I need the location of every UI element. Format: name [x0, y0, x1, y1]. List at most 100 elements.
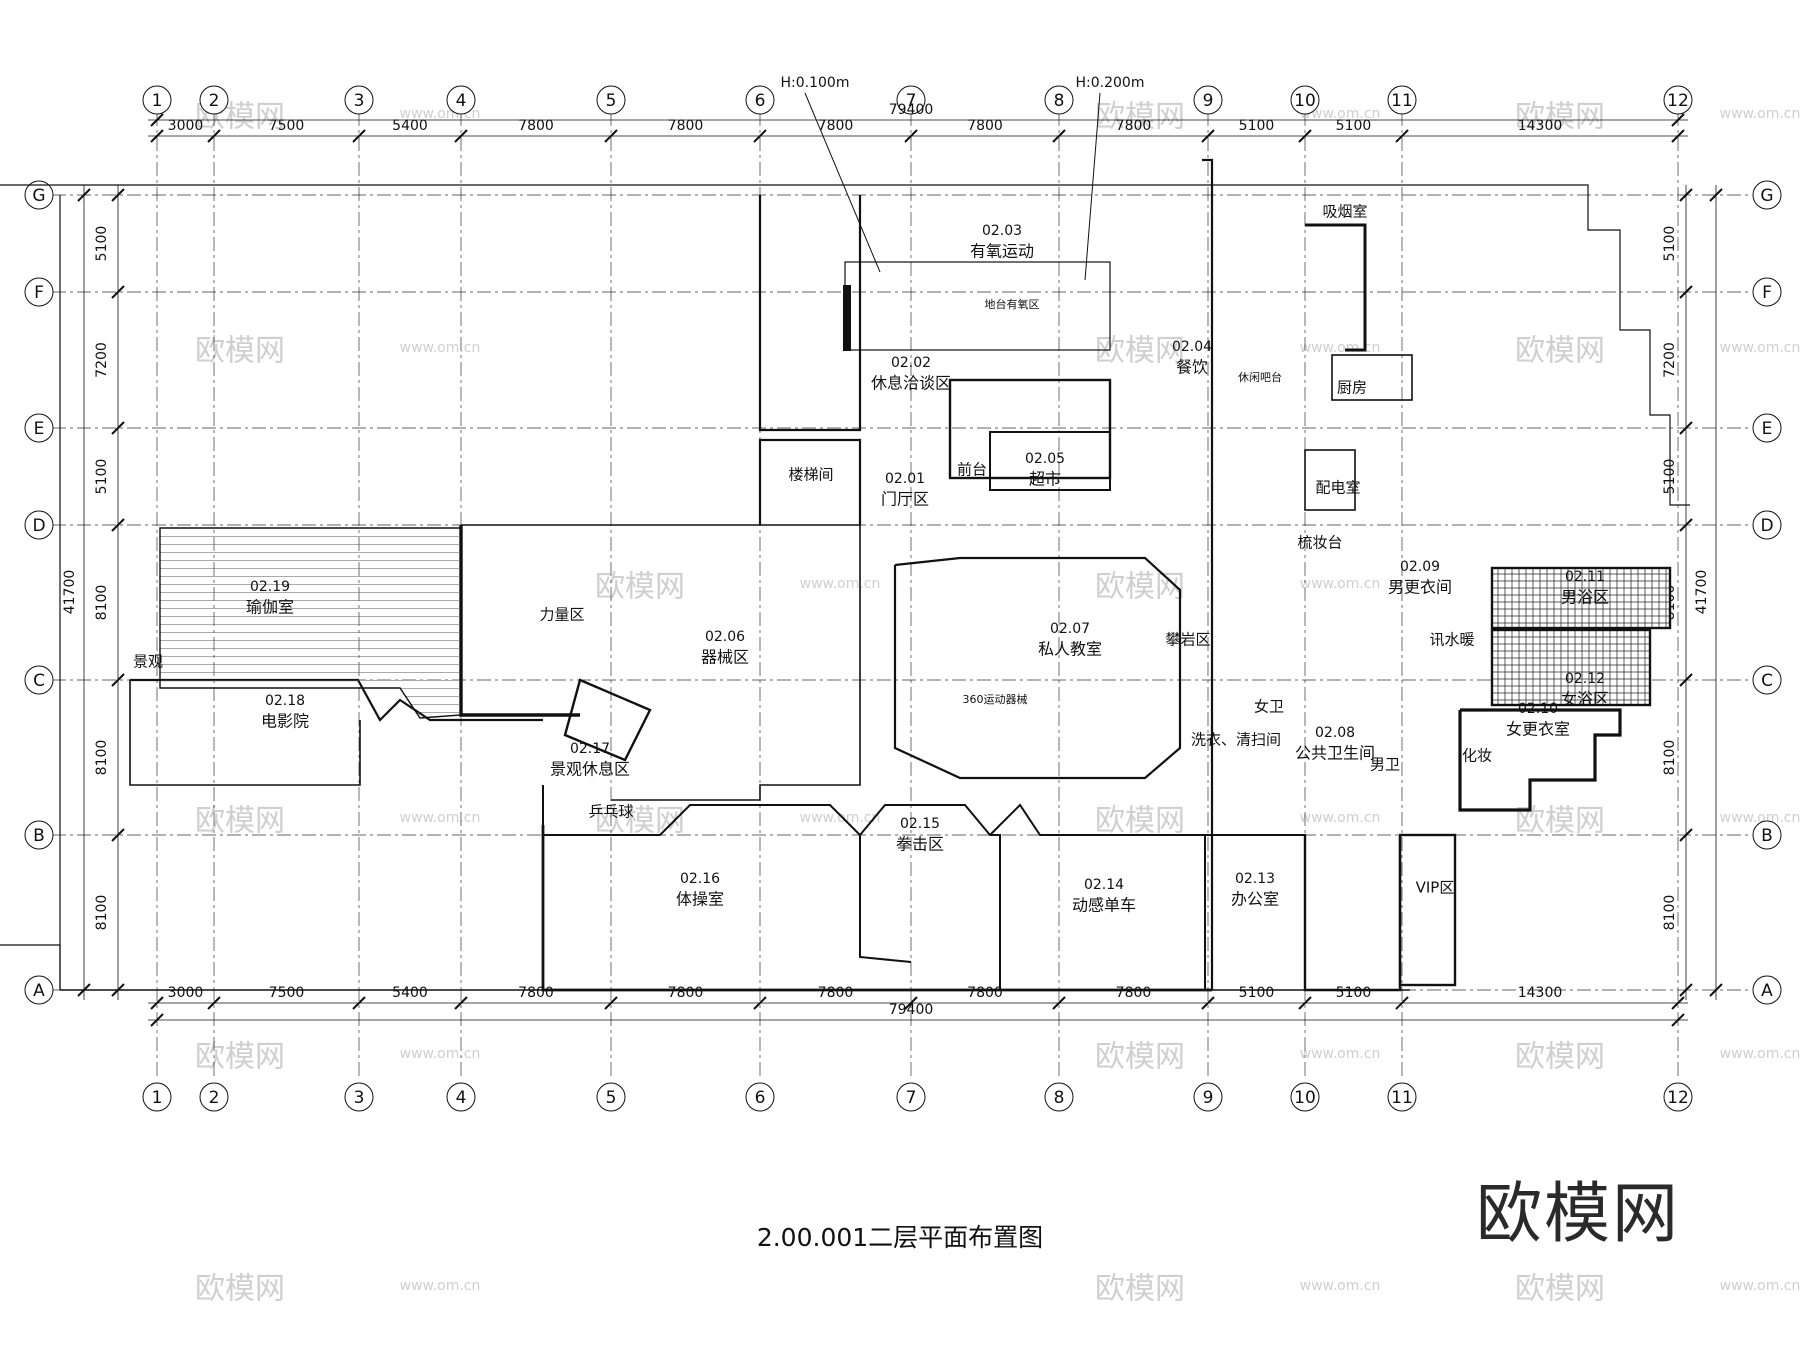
axis-label-left: G: [32, 186, 45, 206]
room-name: 讯水暖: [1429, 631, 1474, 649]
axis-bubble-bottom: [142, 1082, 172, 1112]
dim-tick: [1679, 828, 1693, 842]
axis-label-right: F: [1762, 283, 1772, 303]
dim-tick: [150, 113, 164, 127]
office-wall: [1205, 834, 1306, 990]
room-name: 厨房: [1337, 379, 1367, 397]
axis-bubble-right: [1752, 413, 1782, 443]
dim-tick: [111, 188, 125, 202]
room-label: 女卫: [1254, 698, 1284, 716]
dim-value-bottom: 7800: [818, 985, 854, 1001]
platform-aerobic-area: [844, 261, 1111, 351]
watermark-text: 欧模网: [195, 804, 285, 839]
dim-tick: [1201, 996, 1215, 1010]
dim-value-top: 14300: [1518, 118, 1563, 134]
room-name: 乒乓球: [588, 803, 633, 821]
room-code: 02.09: [1400, 559, 1440, 575]
dim-value-bottom: 5100: [1336, 985, 1372, 1001]
stair-room-wall: [758, 438, 862, 525]
room-name: 洗衣、清扫间: [1191, 731, 1281, 749]
axis-bubble-right: [1752, 665, 1782, 695]
axis-bubble-left: [24, 413, 54, 443]
axis-bubble-left: [24, 277, 54, 307]
axis-label-bottom: 12: [1667, 1088, 1689, 1108]
room-name: VIP区: [1416, 879, 1455, 897]
room-label: 乒乓球: [588, 803, 633, 821]
room-name: 景观休息区: [550, 760, 630, 779]
dim-tick: [150, 129, 164, 143]
room-label: 楼梯间: [788, 466, 833, 484]
dim-tick: [1679, 285, 1693, 299]
axis-bubble-bottom: [745, 1082, 775, 1112]
dim-total-width: 79400: [889, 102, 934, 118]
axis-bubble-top: [199, 85, 229, 115]
room-label: 力量区: [539, 606, 584, 624]
room-code: 02.02: [891, 355, 931, 371]
room-name: 餐饮: [1176, 358, 1208, 377]
dim-tick: [904, 129, 918, 143]
private-classroom-wall: [893, 556, 1182, 780]
room-code: 02.05: [1025, 451, 1065, 467]
axis-label-top: 10: [1294, 91, 1316, 111]
room-name: 攀岩区: [1165, 631, 1210, 649]
room-name: 私人教室: [1038, 640, 1102, 659]
watermark-url: www.om.cn: [1300, 106, 1381, 122]
room-name: 男浴区: [1561, 588, 1609, 607]
kitchen-wall: [1331, 354, 1413, 401]
room-label: 配电室: [1315, 479, 1360, 497]
watermark-url: www.om.cn: [400, 1278, 481, 1294]
dim-value-side: 8100: [94, 585, 110, 621]
room-label: 02.11 男浴区: [1561, 569, 1609, 607]
dim-value-top: 7800: [1116, 118, 1152, 134]
axis-bubble-top: [142, 85, 172, 115]
watermark-text: 欧模网: [1095, 804, 1185, 839]
dim-tick: [1679, 188, 1693, 202]
axis-bubble-top: [1387, 85, 1417, 115]
room-name: 女浴区: [1561, 690, 1609, 709]
room-label: 讯水暖: [1429, 631, 1474, 649]
dim-total-width: 79400: [889, 1002, 934, 1018]
axis-bubble-right: [1752, 820, 1782, 850]
axis-bubble-left: [24, 975, 54, 1005]
room-label: 梳妆台: [1297, 534, 1342, 552]
axis-bubble-top: [344, 85, 374, 115]
dim-value-top: 5100: [1336, 118, 1372, 134]
room-code: 02.16: [680, 871, 720, 887]
axis-label-left: D: [32, 516, 45, 536]
room-code: 02.11: [1565, 569, 1605, 585]
power-room-wall: [1304, 449, 1356, 511]
dim-tick: [150, 1013, 164, 1027]
dim-value-bottom: 7800: [967, 985, 1003, 1001]
dim-value-side: 7200: [1662, 342, 1678, 378]
axis-label-top: 6: [755, 91, 766, 111]
axis-label-left: E: [34, 419, 45, 439]
dim-value-bottom: 3000: [168, 985, 204, 1001]
dim-tick: [111, 673, 125, 687]
dim-tick: [1679, 421, 1693, 435]
room-name: 男更衣间: [1388, 578, 1452, 597]
spin-bike-wall: [989, 803, 1206, 990]
dim-tick: [352, 129, 366, 143]
watermark-url: www.om.cn: [1720, 106, 1800, 122]
dim-value-side: 8100: [94, 740, 110, 776]
room-name: 休息洽谈区: [871, 374, 951, 393]
axis-label-bottom: 7: [906, 1088, 917, 1108]
dim-value-bottom: 7800: [1116, 985, 1152, 1001]
dim-value-top: 7800: [518, 118, 554, 134]
room-code: 02.14: [1084, 877, 1124, 893]
cinema-wall-lower: [129, 680, 361, 786]
smoking-room-wall: [1305, 223, 1367, 352]
axis-label-bottom: 6: [755, 1088, 766, 1108]
dim-tick: [904, 996, 918, 1010]
axis-bubble-bottom: [1044, 1082, 1074, 1112]
dim-tick: [1671, 996, 1685, 1010]
dim-value-bottom: 14300: [1518, 985, 1563, 1001]
watermark-url: www.om.cn: [1720, 1278, 1800, 1294]
axis-label-bottom: 5: [606, 1088, 617, 1108]
